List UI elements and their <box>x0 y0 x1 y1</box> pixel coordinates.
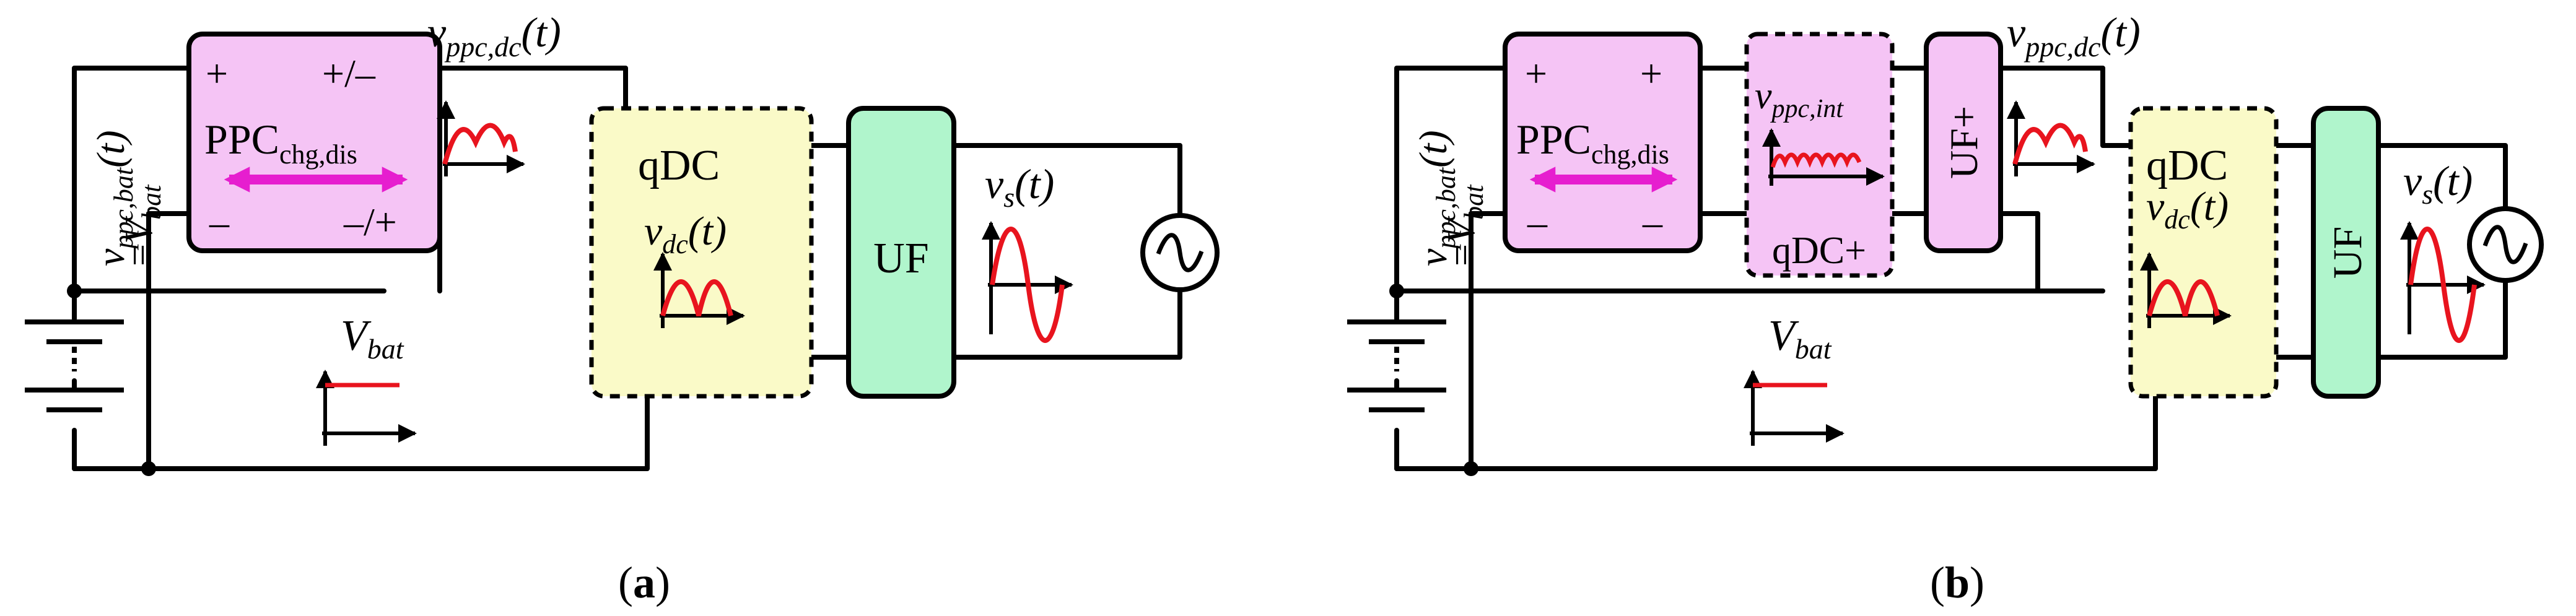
ppc-terminal-plus: + <box>1525 51 1547 95</box>
ppc-box <box>1503 32 1703 253</box>
junction-dot <box>1464 461 1478 476</box>
v-ppc-dc-label: vppc,dc(t) <box>2007 9 2141 63</box>
rectified-waveform-icon <box>2140 252 2232 328</box>
ppc-terminal-minus: – <box>209 200 230 244</box>
ppc-label: PPCchg,dis <box>1516 116 1669 170</box>
v-ppc-int-label: vppc,int <box>1755 75 1844 123</box>
v-s-label: vs(t) <box>985 160 1054 213</box>
rectified-waveform-icon <box>653 252 745 328</box>
ppc-terminal-minus: – <box>1527 200 1548 244</box>
ppc-terminal-plus: + <box>206 51 228 95</box>
uf-plus-box <box>1924 32 2003 253</box>
sine-waveform-icon <box>982 221 1073 343</box>
junction-dot <box>141 461 156 476</box>
ripple-waveform-icon <box>437 100 525 176</box>
junction-dot <box>1389 284 1404 298</box>
v-ppc-bat-label: vppc,bat(t) <box>1411 130 1461 266</box>
v-s-label: vs(t) <box>2403 157 2473 210</box>
uf-box <box>846 106 956 399</box>
ppc-label: PPCchg,dis <box>204 116 357 170</box>
uf-label: UF <box>2325 227 2370 279</box>
caption-b: (b) <box>1930 558 1984 607</box>
v-dc-label: vdc(t) <box>2146 184 2229 235</box>
ppc-terminal-plus: + <box>1640 51 1662 95</box>
small-ripple-waveform-icon <box>1762 128 1885 186</box>
uf-plus-label: UF+ <box>1942 106 1986 179</box>
uf-box <box>2311 106 2381 399</box>
ripple-waveform-icon <box>2007 100 2095 176</box>
v-ppc-dc-label: vppc,dc(t) <box>427 9 561 63</box>
sine-waveform-icon <box>2400 221 2486 343</box>
ac-source-icon <box>1140 213 1220 292</box>
dc-waveform-icon <box>1744 370 1845 446</box>
panel-b: + + – – PPCchg,dis vppc,int qDC+ UF+ vpp… <box>1347 9 2544 607</box>
ppc-terminal-minus: – <box>1642 200 1663 244</box>
qdc-plus-label: qDC+ <box>1772 230 1866 272</box>
v-bat-label: Vbat <box>341 312 404 365</box>
v-ppc-bat-label: vppc,bat(t) <box>89 130 139 266</box>
junction-dot <box>67 284 82 298</box>
panel-a: + +/– – –/+ PPCchg,dis vppc,dc(t) vppc,b… <box>25 9 1220 607</box>
qdc-box <box>2128 106 2279 399</box>
v-bat-label: Vbat <box>1768 312 1832 365</box>
qdc-box <box>589 106 814 399</box>
uf-label: UF <box>873 235 928 282</box>
battery-symbol <box>1347 319 1446 412</box>
ppc-terminal-minus-plus: –/+ <box>343 200 397 244</box>
equals-vbat-label: =Vbat <box>1439 184 1489 266</box>
dc-waveform-icon <box>316 370 417 446</box>
equals-vbat-label: =Vbat <box>116 184 167 266</box>
v-dc-label: vdc(t) <box>644 209 727 259</box>
ppc-terminal-plus-minus: +/– <box>322 51 376 95</box>
ac-source-icon <box>2467 206 2544 283</box>
ppc-box <box>186 32 442 253</box>
qdc-label: qDC <box>2146 142 2228 189</box>
caption-a: (a) <box>618 558 670 607</box>
qdc-label: qDC <box>638 142 720 189</box>
battery-symbol <box>25 319 124 412</box>
